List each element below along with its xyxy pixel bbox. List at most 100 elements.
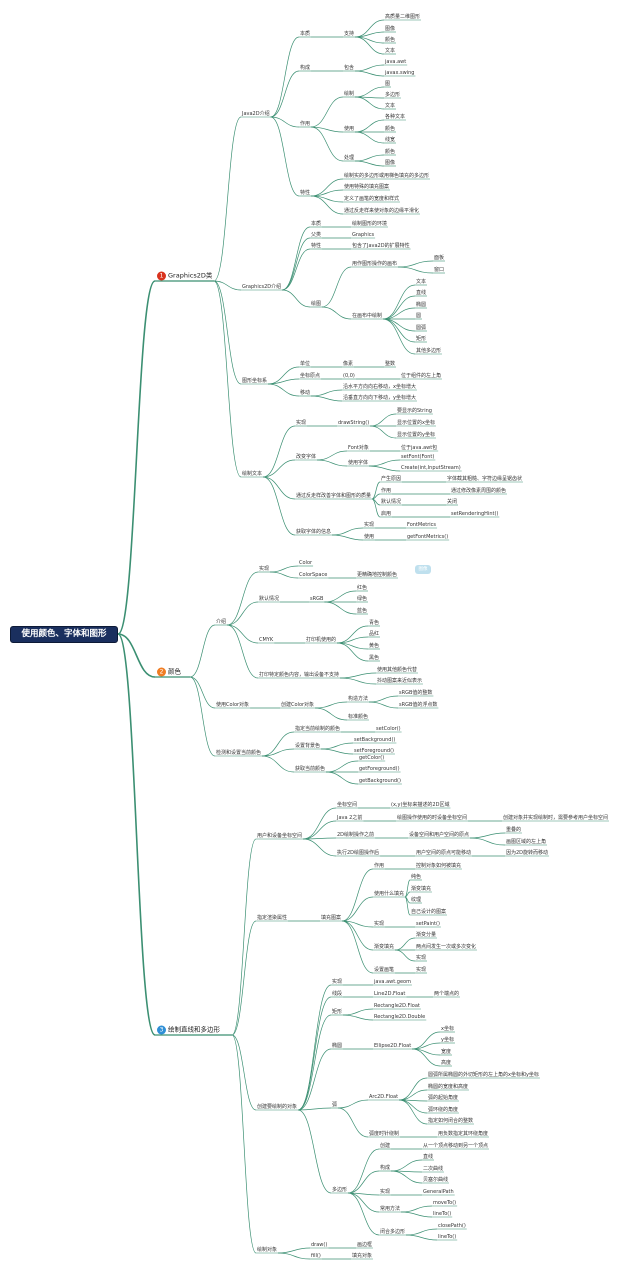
node-d3f1a[interactable]: 从一个顶点移动到另一个顶点: [423, 1143, 489, 1149]
node-d4b1[interactable]: 填充对象: [352, 1253, 373, 1259]
node-a4c2a[interactable]: 通过修改像素周围的颜色: [451, 488, 507, 494]
node-a1d2[interactable]: 使用特殊的填充图案: [344, 184, 390, 190]
node-a4d2a[interactable]: getFontMetrics(): [407, 534, 449, 540]
node-b1d1[interactable]: 使用其他颜色代替: [377, 667, 418, 673]
node-d3f4b[interactable]: lineTo(): [433, 1211, 452, 1217]
node-d3b1[interactable]: Line2D.Float: [374, 991, 406, 997]
node-a2b1[interactable]: Graphics: [352, 232, 375, 238]
node-b1c1c[interactable]: 黄色: [369, 643, 380, 649]
node-d2a3[interactable]: 实现: [374, 921, 385, 927]
node-a3[interactable]: 图形坐标系: [242, 378, 268, 384]
node-b2a1a[interactable]: sRGB值的整数: [399, 690, 433, 696]
node-d2[interactable]: 指定渲染属性: [257, 915, 288, 921]
node-b1[interactable]: 介绍: [216, 619, 227, 625]
node-b2a1b[interactable]: sRGB值的浮点数: [399, 702, 438, 708]
node-b1a[interactable]: 实现: [259, 566, 270, 572]
node-a4c1[interactable]: 产生原因: [381, 476, 402, 482]
node-a3c1[interactable]: 沿水平方向向右移动，x坐标增大: [343, 384, 416, 390]
node-a4[interactable]: 绘制文本: [242, 471, 263, 477]
node-a3b[interactable]: 坐标原点: [300, 373, 321, 379]
node-d2a5a[interactable]: 实现: [416, 967, 427, 973]
node-d3e2a[interactable]: 用负数指定其环绕角度: [438, 1131, 489, 1137]
node-a2c1[interactable]: 包含了Java2D的扩展特性: [352, 243, 410, 249]
node-b3a[interactable]: 指定当前绘制的颜色: [295, 726, 341, 732]
node-a4c4a[interactable]: setRenderingHint(): [451, 511, 499, 517]
node-d3b1a[interactable]: 两个端点的: [434, 991, 460, 997]
node-d1b1[interactable]: 绘图操作使用的时设备坐标空间: [397, 815, 468, 821]
node-a2d1b[interactable]: 窗口: [434, 267, 445, 273]
node-d3e1b[interactable]: 椭圆的宽度和高度: [428, 1084, 469, 1090]
node-a4a1[interactable]: drawString(): [338, 420, 370, 426]
node-d3a[interactable]: 实现: [332, 979, 343, 985]
node-d3d1a[interactable]: x坐标: [441, 1026, 454, 1032]
node-a1b1b[interactable]: javax.swing: [385, 70, 415, 76]
node-d2a5[interactable]: 设置画笔: [374, 967, 395, 973]
node-d2a4b[interactable]: 两点间发生一次或多次变化: [416, 944, 477, 950]
node-d2a2d[interactable]: 自己设计的图案: [411, 909, 447, 915]
node-b1c1b[interactable]: 品红: [369, 631, 380, 637]
node-a4a1b[interactable]: 显示位置的x坐标: [397, 420, 435, 426]
node-d3c[interactable]: 矩形: [332, 1009, 343, 1015]
node-a4c2[interactable]: 作用: [381, 488, 392, 494]
node-a2d2[interactable]: 在画布中绘制: [352, 313, 383, 319]
node-d3b[interactable]: 线段: [332, 991, 343, 997]
node-a1c3b[interactable]: 图像: [385, 160, 396, 166]
node-a4b2b[interactable]: Create(int,InputStream): [401, 465, 461, 471]
node-a1d[interactable]: 特性: [300, 190, 311, 196]
node-a4c3[interactable]: 默认情况: [381, 499, 402, 505]
node-d3f4a[interactable]: moveTo(): [433, 1200, 457, 1206]
node-d1c1b[interactable]: 画图区域的左上角: [506, 839, 547, 845]
node-d3f4[interactable]: 常用方法: [380, 1206, 401, 1212]
node-b1c1a[interactable]: 青色: [369, 620, 380, 626]
node-a1b1[interactable]: 包含: [344, 65, 355, 71]
node-d3f2c[interactable]: 贝塞尔曲线: [423, 1177, 449, 1183]
node-b3b1[interactable]: setBackground(): [354, 737, 396, 743]
node-a1c1c[interactable]: 文本: [385, 103, 396, 109]
node-d2a2b[interactable]: 渐变填充: [411, 886, 432, 892]
node-b3b[interactable]: 设置背景色: [295, 743, 321, 749]
node-a3a1a[interactable]: 整数: [385, 361, 396, 367]
node-d3f5[interactable]: 闭合多边形: [380, 1229, 406, 1235]
node-d3d1d[interactable]: 高度: [441, 1060, 452, 1066]
node-d3a1[interactable]: java.awt.geom: [374, 979, 411, 985]
node-a4c1a[interactable]: 字体截其粗糙、字符边缘呈锯齿状: [447, 476, 523, 482]
node-a2d[interactable]: 绘图: [311, 301, 322, 307]
node-b1a1[interactable]: Color: [299, 560, 313, 566]
node-d3c1[interactable]: Rectangle2D.Float: [374, 1003, 420, 1009]
node-a1a1b[interactable]: 图像: [385, 26, 396, 32]
node-d1b[interactable]: Java 2之前: [337, 815, 363, 821]
node-b1b1b[interactable]: 绿色: [357, 596, 368, 602]
node-a2d2d[interactable]: 圆: [416, 313, 422, 319]
node-a2b[interactable]: 父类: [311, 232, 322, 238]
node-b2[interactable]: 使用Color对象: [216, 702, 250, 708]
node-a4b2a[interactable]: setFont(Font): [401, 454, 435, 460]
node-d3e2[interactable]: 弧度时针绕制: [369, 1131, 400, 1137]
node-d4[interactable]: 绘制对象: [257, 1247, 278, 1253]
node-a2a[interactable]: 本质: [311, 221, 322, 227]
node-d4a1[interactable]: 画边框: [357, 1242, 373, 1248]
node-d3f3a[interactable]: GeneralPath: [423, 1189, 454, 1195]
node-d3f2b[interactable]: 二次曲线: [423, 1166, 444, 1172]
node-a1c2c[interactable]: 线宽: [385, 137, 396, 143]
node-a4b[interactable]: 改变字体: [296, 454, 317, 460]
node-a1b[interactable]: 构成: [300, 65, 311, 71]
node-d4b[interactable]: fill(): [311, 1253, 321, 1259]
node-a2d2a[interactable]: 文本: [416, 279, 427, 285]
node-d1a[interactable]: 坐标空间: [337, 802, 358, 808]
node-a4b1a[interactable]: 位于java.awt包: [401, 445, 438, 451]
node-d2a4a[interactable]: 渐变分量: [416, 932, 437, 938]
node-a3a1[interactable]: 像素: [343, 361, 354, 367]
node-b1c1[interactable]: 打印机使用的: [306, 637, 337, 643]
node-d3e1d[interactable]: 弧环绕的角度: [428, 1107, 459, 1113]
node-d3f[interactable]: 多边形: [332, 1187, 348, 1193]
node-d3e1[interactable]: Arc2D.Float: [369, 1094, 399, 1100]
node-d2a2[interactable]: 使用什么填充: [374, 891, 405, 897]
node-d3f5b[interactable]: lineTo(): [438, 1234, 457, 1240]
node-a2a1[interactable]: 绘制图形的环境: [352, 221, 388, 227]
node-a2d2c[interactable]: 椭圆: [416, 302, 427, 308]
node-a4d[interactable]: 获取字体的信息: [296, 529, 332, 535]
node-d3f5a[interactable]: closePath(): [438, 1223, 466, 1229]
node-b1a2a[interactable]: 更精确地控制颜色: [357, 572, 398, 578]
